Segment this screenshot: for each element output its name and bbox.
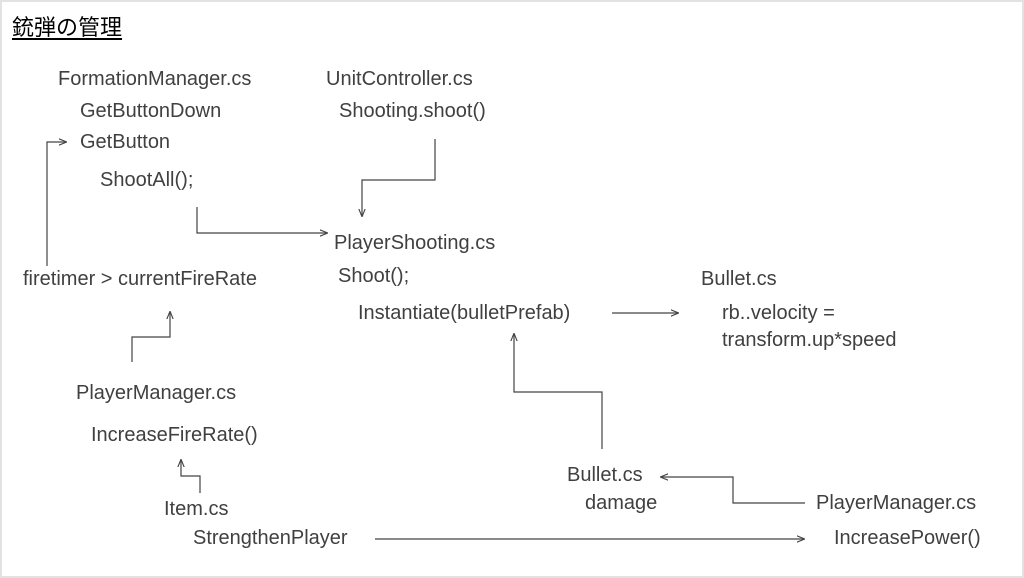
increase-power-label: IncreasePower() xyxy=(834,527,981,549)
formation-manager-file-label: FormationManager.cs xyxy=(58,68,252,90)
item-file-label: Item.cs xyxy=(164,498,229,520)
shoot-all-label: ShootAll(); xyxy=(100,169,194,191)
arrow-playermanager-to-firetimer xyxy=(131,312,170,362)
increase-fire-rate-label: IncreaseFireRate() xyxy=(91,424,258,446)
bullet-file-label-bottom: Bullet.cs xyxy=(567,464,643,486)
transform-speed-label: transform.up*speed xyxy=(722,329,897,351)
arrow-item-to-increasefirerate xyxy=(181,460,201,493)
strengthen-player-label: StrengthenPlayer xyxy=(193,527,348,549)
shoot-method-label: Shoot(); xyxy=(338,265,410,287)
damage-label: damage xyxy=(585,492,658,514)
get-button-down-label: GetButtonDown xyxy=(80,100,222,122)
diagram-title: 銃弾の管理 xyxy=(12,16,123,41)
arrow-damage-to-instantiate xyxy=(514,334,603,449)
get-button-label: GetButton xyxy=(80,131,171,153)
player-shooting-file-label: PlayerShooting.cs xyxy=(334,232,496,254)
rb-velocity-label: rb..velocity = xyxy=(722,302,835,324)
arrow-firetimer-to-getbutton xyxy=(46,142,66,266)
player-manager-file-label-right: PlayerManager.cs xyxy=(816,492,977,514)
arrow-playermanager-to-bullet xyxy=(661,477,805,504)
bullet-file-label-top: Bullet.cs xyxy=(701,268,777,290)
player-manager-file-label-left: PlayerManager.cs xyxy=(76,382,237,404)
unit-controller-file-label: UnitController.cs xyxy=(326,68,473,90)
arrow-shootingshoot-to-playershooting xyxy=(362,139,436,216)
instantiate-label: Instantiate(bulletPrefab) xyxy=(358,302,571,324)
firetimer-condition-label: firetimer > currentFireRate xyxy=(23,268,257,290)
shooting-shoot-label: Shooting.shoot() xyxy=(339,100,486,122)
arrow-shootall-to-playershooting xyxy=(196,207,327,233)
